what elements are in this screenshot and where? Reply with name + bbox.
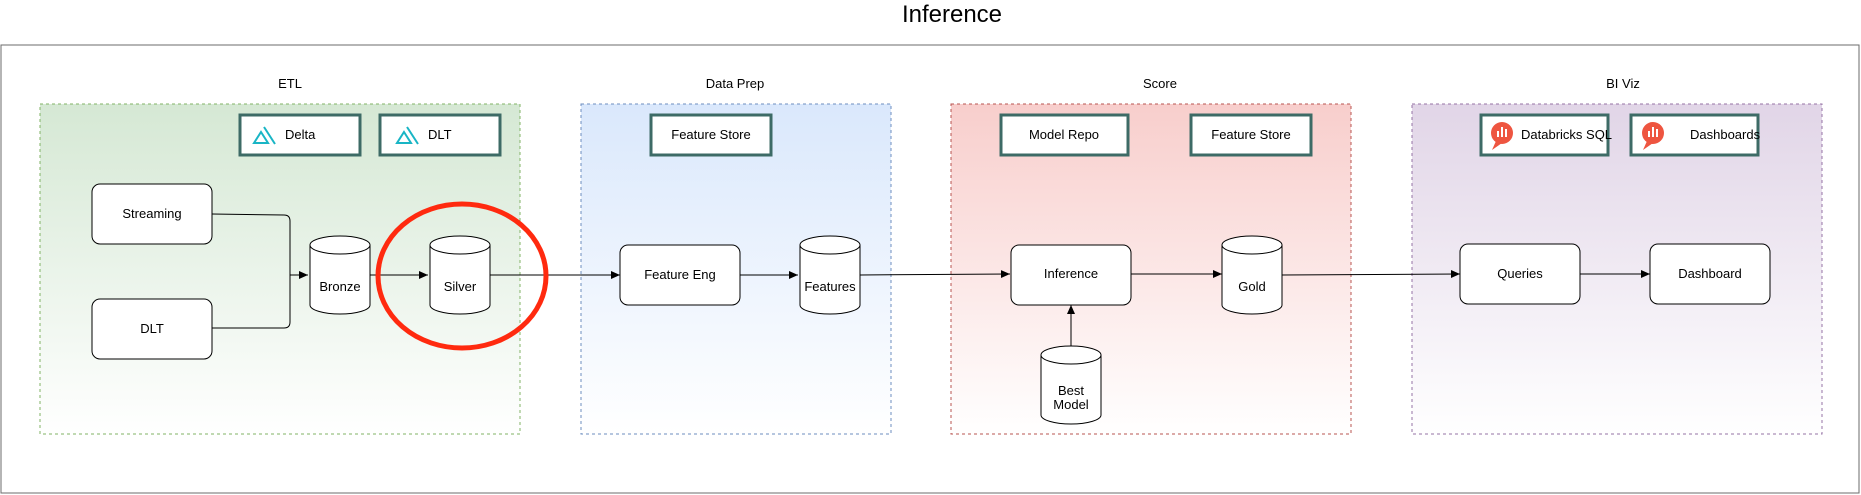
badge-model-repo-label: Model Repo — [1029, 127, 1099, 142]
node-best-model: Best Model — [1040, 345, 1102, 425]
badge-delta: Delta — [238, 113, 362, 157]
connectors — [211, 213, 1650, 346]
node-feature-eng: Feature Eng — [619, 244, 741, 306]
section-score-label: Score — [1143, 76, 1177, 91]
node-dashboard: Dashboard — [1649, 243, 1771, 305]
node-dashboard-label: Dashboard — [1678, 266, 1742, 281]
node-features-label: Features — [804, 279, 856, 294]
node-gold: Gold — [1221, 235, 1283, 315]
badge-dashboards: Dashboards — [1629, 113, 1761, 157]
node-streaming: Streaming — [91, 183, 213, 245]
badge-databricks-sql: Databricks SQL — [1479, 113, 1612, 157]
section-data-prep-label: Data Prep — [706, 76, 765, 91]
section-etl-label: ETL — [278, 76, 302, 91]
edge-streaming-bronze — [211, 213, 291, 275]
node-dlt-label: DLT — [140, 321, 164, 336]
node-bronze-label: Bronze — [319, 279, 360, 294]
badge-feature-store-score: Feature Store — [1189, 113, 1313, 157]
node-inference-label: Inference — [1044, 266, 1098, 281]
node-best-model-label-2: Model — [1053, 397, 1089, 412]
node-streaming-label: Streaming — [122, 206, 181, 221]
node-bronze: Bronze — [309, 235, 371, 315]
node-inference: Inference — [1010, 244, 1132, 306]
badge-dashboards-label: Dashboards — [1690, 127, 1761, 142]
edge-features-inference — [859, 270, 1011, 279]
delta-lake-icon — [252, 126, 276, 145]
node-queries: Queries — [1459, 243, 1581, 305]
badge-feature-store-prep-label: Feature Store — [671, 127, 751, 142]
edge-dlt-bronze — [212, 275, 291, 329]
node-gold-label: Gold — [1238, 279, 1265, 294]
badge-delta-label: Delta — [285, 127, 316, 142]
sql-chart-bubble-icon — [1491, 122, 1513, 150]
section-bi-viz-label: BI Viz — [1606, 76, 1640, 91]
delta-lake-icon — [395, 126, 419, 145]
page-title: Inference — [902, 1, 1002, 28]
badge-databricks-sql-label: Databricks SQL — [1521, 127, 1612, 142]
badge-feature-store-score-label: Feature Store — [1211, 127, 1291, 142]
node-silver-label: Silver — [444, 279, 477, 294]
node-features: Features — [799, 235, 861, 315]
badge-feature-store-prep: Feature Store — [649, 113, 773, 157]
node-feature-eng-label: Feature Eng — [644, 267, 716, 282]
node-best-model-label-1: Best — [1058, 383, 1084, 398]
badge-dlt: DLT — [378, 113, 502, 157]
highlight-ring-silver — [375, 201, 549, 351]
node-silver: Silver — [429, 235, 491, 315]
node-dlt: DLT — [91, 298, 213, 360]
node-queries-label: Queries — [1497, 266, 1543, 281]
sql-chart-bubble-icon — [1642, 122, 1664, 150]
edge-gold-queries — [1281, 270, 1461, 279]
badge-model-repo: Model Repo — [999, 113, 1130, 157]
badge-dlt-label: DLT — [428, 127, 452, 142]
